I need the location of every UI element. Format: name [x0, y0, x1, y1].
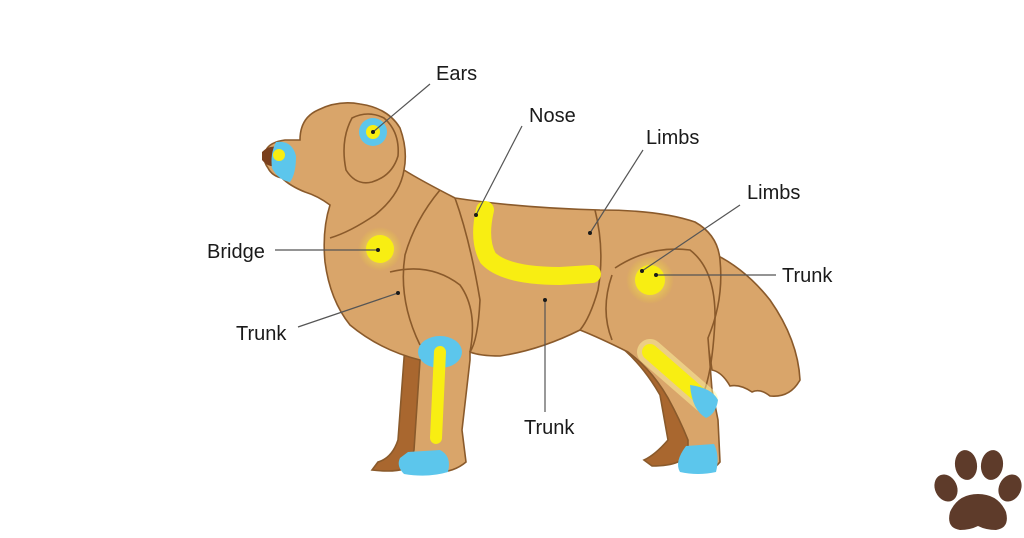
- label-trunk-right: Trunk: [782, 265, 833, 287]
- hip-yellow-zone: [635, 265, 665, 295]
- label-bridge: Bridge: [207, 241, 265, 263]
- bridge-yellow-zone: [366, 235, 394, 263]
- paw-icon: [934, 450, 1022, 530]
- sensitivity-highlights: [271, 118, 718, 476]
- label-trunk-left: Trunk: [236, 323, 287, 345]
- leader-lines: [275, 83, 776, 412]
- back-yellow-zone: [473, 201, 601, 286]
- hind-paw-blue-zone: [678, 444, 718, 474]
- label-limbs-top: Limbs: [646, 127, 699, 149]
- label-limbs-right: Limbs: [747, 182, 800, 204]
- front-leg-yellow-zone: [430, 346, 446, 444]
- dog-illustration: [262, 102, 801, 474]
- labels: Ears Nose Limbs Limbs Bridge Trunk Trunk…: [207, 63, 833, 439]
- label-trunk-bottom: Trunk: [524, 417, 575, 439]
- tail: [699, 246, 801, 397]
- nose-yellow-zone: [273, 149, 285, 161]
- front-paw-blue-zone: [398, 450, 449, 476]
- label-nose: Nose: [529, 105, 576, 127]
- hind-hock-blue-zone: [690, 385, 718, 418]
- label-ears: Ears: [436, 63, 477, 85]
- dog-body: [263, 102, 722, 474]
